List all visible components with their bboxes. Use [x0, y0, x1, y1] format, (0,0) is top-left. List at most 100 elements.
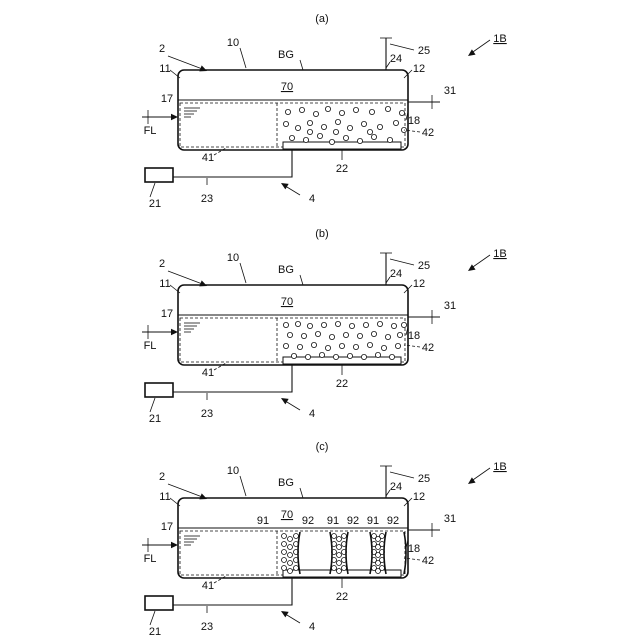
gas-bubble	[329, 334, 334, 339]
leader-25	[390, 472, 414, 478]
leader-25	[390, 44, 414, 50]
label-25: 25	[418, 260, 430, 272]
label-70: 70	[281, 509, 293, 521]
leader-bg	[300, 488, 303, 498]
label-18: 18	[408, 543, 420, 555]
gas-bubble	[305, 354, 310, 359]
label-92: 92	[302, 515, 314, 527]
label-41: 41	[202, 152, 214, 164]
gas-bubble	[339, 343, 344, 348]
leader-1b-arrow	[468, 477, 476, 484]
gas-bubble	[337, 537, 342, 542]
heater-plate	[283, 142, 401, 149]
gas-bubble	[297, 344, 302, 349]
label-31: 31	[444, 300, 456, 312]
gas-bubble	[283, 121, 288, 126]
gas-bubble	[377, 124, 382, 129]
gas-bubble	[282, 550, 287, 555]
gas-bubble	[301, 333, 306, 338]
label-4: 4	[309, 621, 315, 633]
label-1b: 1B	[493, 248, 506, 260]
label-23: 23	[201, 193, 213, 205]
gas-bubble	[307, 120, 312, 125]
gas-bubble	[295, 125, 300, 130]
gas-bubble	[288, 537, 293, 542]
gas-bubble	[399, 110, 404, 115]
gas-bubble	[291, 353, 296, 358]
gas-bubble	[307, 129, 312, 134]
leader-2	[168, 271, 205, 285]
panel-c: (c)210BG251B241112703117FL18424122212349…	[142, 441, 507, 638]
gas-bubble	[307, 323, 312, 328]
label-92: 92	[347, 515, 359, 527]
leader-1b-arrow	[468, 264, 476, 271]
label-25: 25	[418, 45, 430, 57]
gas-bubble	[283, 343, 288, 348]
leader-21	[150, 183, 155, 197]
gas-bubble	[332, 566, 337, 571]
leader-4-arrow	[281, 398, 289, 404]
gas-bubble	[393, 120, 398, 125]
gas-bubble	[311, 342, 316, 347]
gas-bubble	[325, 345, 330, 350]
label-10: 10	[227, 465, 239, 477]
panel-caption: (b)	[315, 228, 328, 240]
leader-4-arrow	[281, 611, 289, 617]
label-92: 92	[387, 515, 399, 527]
gas-bubble	[375, 352, 380, 357]
label-fl: FL	[144, 340, 157, 352]
inlet-arrow	[171, 542, 178, 548]
gas-bubble	[337, 545, 342, 550]
leader-1b-arrow	[468, 49, 476, 56]
label-23: 23	[201, 408, 213, 420]
leader-bg	[300, 60, 303, 70]
label-31: 31	[444, 85, 456, 97]
label-bg: BG	[278, 264, 294, 276]
gas-bubble	[283, 322, 288, 327]
label-42: 42	[422, 342, 434, 354]
power-source-box	[145, 596, 173, 610]
label-42: 42	[422, 555, 434, 567]
gas-bubble	[337, 553, 342, 558]
gas-bubble	[335, 321, 340, 326]
leader-10	[240, 48, 246, 68]
heater-wire	[173, 577, 292, 605]
leader-21	[150, 611, 155, 625]
gas-bubble	[371, 134, 376, 139]
label-11: 11	[159, 491, 170, 503]
power-source-box	[145, 383, 173, 397]
label-24: 24	[390, 268, 402, 280]
gas-bubble	[315, 331, 320, 336]
panel-a: (a)210BG251B241112703117FL1842412221234	[142, 13, 507, 210]
label-11: 11	[159, 278, 170, 290]
gas-bubble	[385, 334, 390, 339]
gas-bubble	[299, 107, 304, 112]
label-18: 18	[408, 115, 420, 127]
gas-bubble	[333, 354, 338, 359]
label-fl: FL	[144, 125, 157, 137]
leader-2	[168, 56, 205, 70]
gas-bubble	[357, 333, 362, 338]
leader-21	[150, 398, 155, 412]
label-2: 2	[159, 43, 165, 55]
gas-bubble	[395, 343, 400, 348]
gas-bubble	[288, 545, 293, 550]
label-23: 23	[201, 621, 213, 633]
gas-bubble	[294, 534, 299, 539]
gas-bubble	[369, 109, 374, 114]
label-11: 11	[159, 63, 170, 75]
gas-bubble	[353, 107, 358, 112]
gas-bubble	[361, 354, 366, 359]
gas-bubble	[288, 553, 293, 558]
inlet-arrow	[171, 114, 178, 120]
gas-bubble	[380, 534, 385, 539]
label-10: 10	[227, 252, 239, 264]
label-2: 2	[159, 471, 165, 483]
gas-bubble	[335, 119, 340, 124]
label-70: 70	[281, 81, 293, 93]
gas-bubble	[337, 569, 342, 574]
gas-bubble	[325, 106, 330, 111]
gas-bubble	[391, 323, 396, 328]
gas-bubble	[343, 135, 348, 140]
